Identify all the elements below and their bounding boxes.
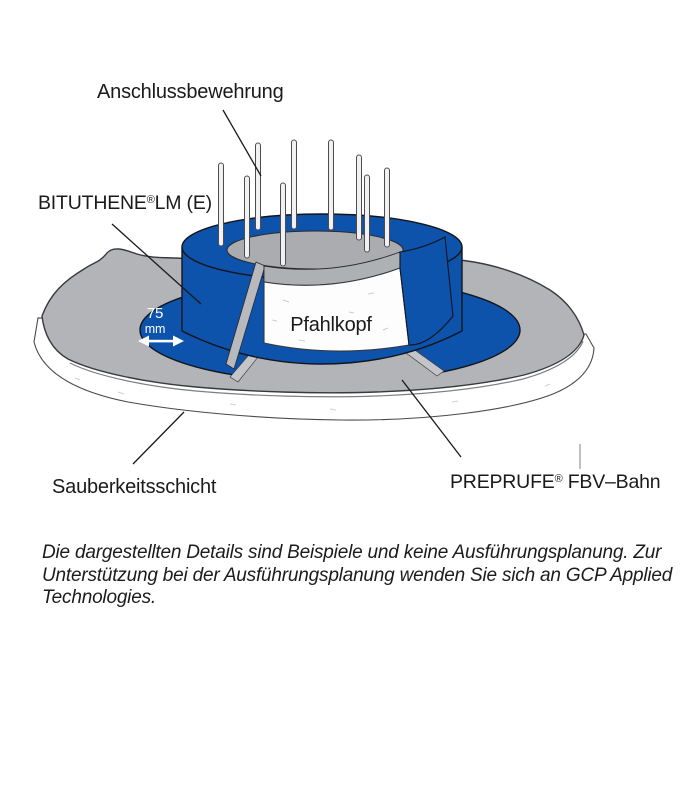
label-sauberkeitsschicht: Sauberkeitsschicht (52, 476, 217, 498)
ring-cut-face-left (225, 261, 266, 370)
disclaimer-line: Die dargestellten Details sind Beispiele… (42, 542, 662, 563)
leader-sauberkeitsschicht (132, 411, 185, 465)
pile-face-texture (271, 292, 389, 342)
disclaimer-line: Unterstützung bei der Ausführungsplanung… (42, 564, 673, 586)
label-preprufe: PREPRUFE® FBV–Bahn (450, 471, 661, 494)
registered-trademark-icon: ® (554, 473, 563, 485)
dimension-arrow (138, 335, 184, 347)
disclaimer-text: Die dargestellten Details sind Beispiele… (42, 542, 682, 610)
leader-anschlussbewehrung (222, 109, 262, 177)
preprufe-brand: PREPRUFE (450, 471, 555, 493)
rebar-rods (218, 139, 390, 267)
leader-preprufe (401, 379, 462, 458)
label-pfahlkopf: Pfahlkopf (290, 314, 372, 336)
leader-bituthene (111, 223, 202, 305)
dimension-value: 75 (146, 305, 164, 322)
label-bituthene: BITUTHENE®LM (E) (38, 192, 212, 215)
bituthene-brand: BITUTHENE (38, 192, 147, 214)
slab-sheet-edge (69, 340, 584, 398)
label-anschlussbewehrung: Anschlussbewehrung (97, 81, 284, 103)
bituthene-suffix: LM (E) (154, 192, 213, 214)
disclaimer-line: Technologies. (42, 587, 156, 608)
dimension-unit: mm (144, 322, 166, 336)
preprufe-suffix: FBV–Bahn (562, 471, 661, 493)
registered-trademark-icon: ® (146, 194, 155, 206)
leader-lines (111, 109, 462, 465)
ring-cut-face-right (399, 236, 454, 346)
blinding-texture (74, 377, 551, 411)
